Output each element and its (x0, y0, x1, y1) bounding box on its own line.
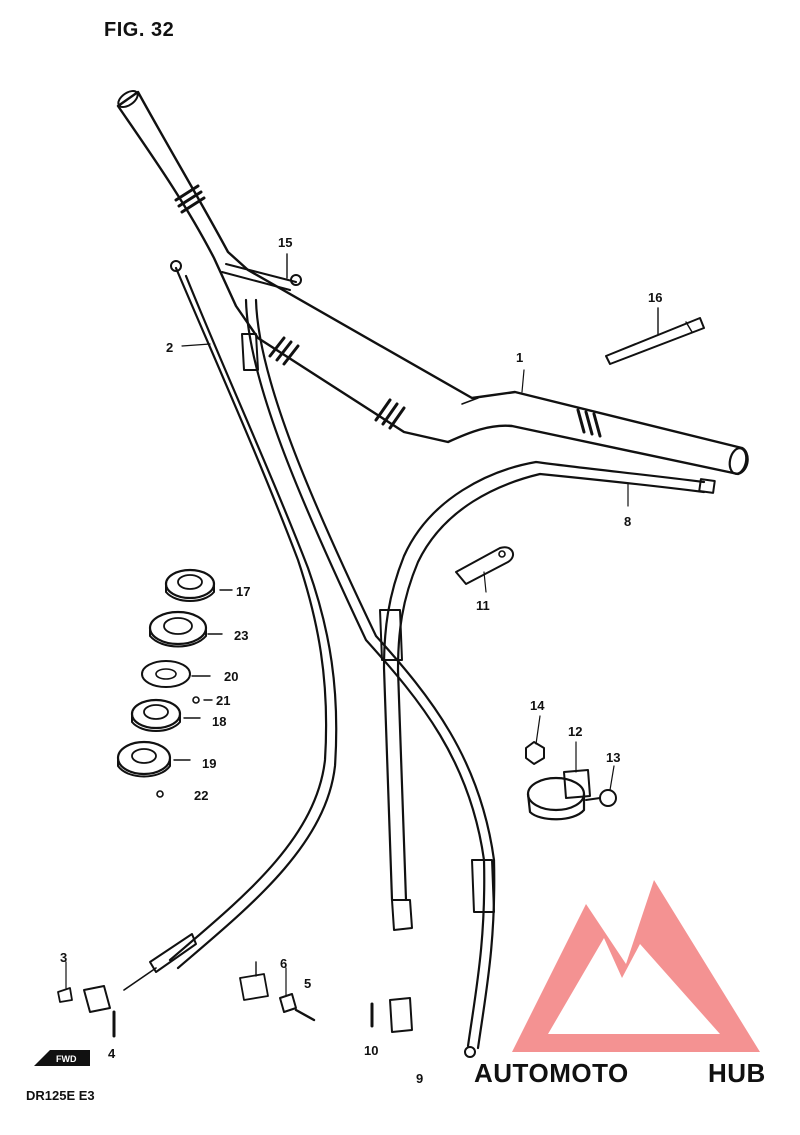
label-part-2: 2 (166, 340, 173, 355)
label-part-20: 20 (224, 669, 238, 684)
part-5-bolt (279, 993, 316, 1022)
figure-title: FIG. 32 (104, 19, 174, 41)
watermark-text-left: AUTOMOTO (474, 1058, 629, 1088)
label-part-14: 14 (530, 698, 545, 713)
part-11-clamp (455, 546, 515, 585)
part-23-race (148, 610, 208, 648)
label-part-12: 12 (568, 724, 582, 739)
label-part-22: 22 (194, 788, 208, 803)
part-16-strip (605, 307, 705, 365)
part-6-bolt (239, 961, 269, 1001)
label-part-15: 15 (278, 235, 292, 250)
label-part-1: 1 (516, 350, 523, 365)
part-9-cable (241, 298, 496, 1058)
label-part-19: 19 (202, 756, 216, 771)
label-part-3: 3 (60, 950, 67, 965)
label-part-13: 13 (606, 750, 620, 765)
label-part-21: 21 (216, 693, 230, 708)
label-part-18: 18 (212, 714, 226, 729)
part-8-cable (370, 460, 716, 1033)
part-12-bracket (526, 769, 591, 821)
fwd-label: FWD (56, 1054, 77, 1064)
model-code: DR125E E3 (26, 1088, 95, 1103)
label-part-5: 5 (304, 976, 311, 991)
leader-lines (65, 343, 629, 997)
watermark-triangle (512, 880, 760, 1052)
part-3-nut (57, 987, 73, 1003)
label-part-23: 23 (234, 628, 248, 643)
label-part-10: 10 (364, 1043, 378, 1058)
part-14-nut (525, 741, 545, 765)
label-part-11: 11 (476, 598, 490, 613)
label-part-8: 8 (624, 514, 631, 529)
bearing-stack (116, 568, 233, 798)
part-17-nut (164, 568, 216, 602)
label-part-17: 17 (236, 584, 250, 599)
part-22-ball (156, 790, 164, 798)
knurl-bands (174, 184, 602, 438)
part-15-clip (221, 253, 302, 291)
label-part-6: 6 (280, 956, 287, 971)
part-19-race (116, 740, 172, 778)
part-20-washer (141, 660, 191, 688)
handlebar (116, 90, 749, 476)
watermark-text-right: HUB (708, 1058, 766, 1088)
label-part-9: 9 (416, 1071, 423, 1086)
fwd-arrow: FWD (34, 1050, 90, 1066)
label-part-16: 16 (648, 290, 662, 305)
part-18-bearing (130, 698, 182, 732)
part-13-screw (585, 789, 617, 807)
part-labels: 1 2 3 4 5 6 8 9 10 11 12 13 14 15 16 17 … (60, 235, 662, 1086)
watermark-logo (512, 880, 760, 1052)
part-2-cable (83, 260, 338, 1013)
part-21-ring (192, 696, 200, 704)
label-part-4: 4 (108, 1046, 116, 1061)
